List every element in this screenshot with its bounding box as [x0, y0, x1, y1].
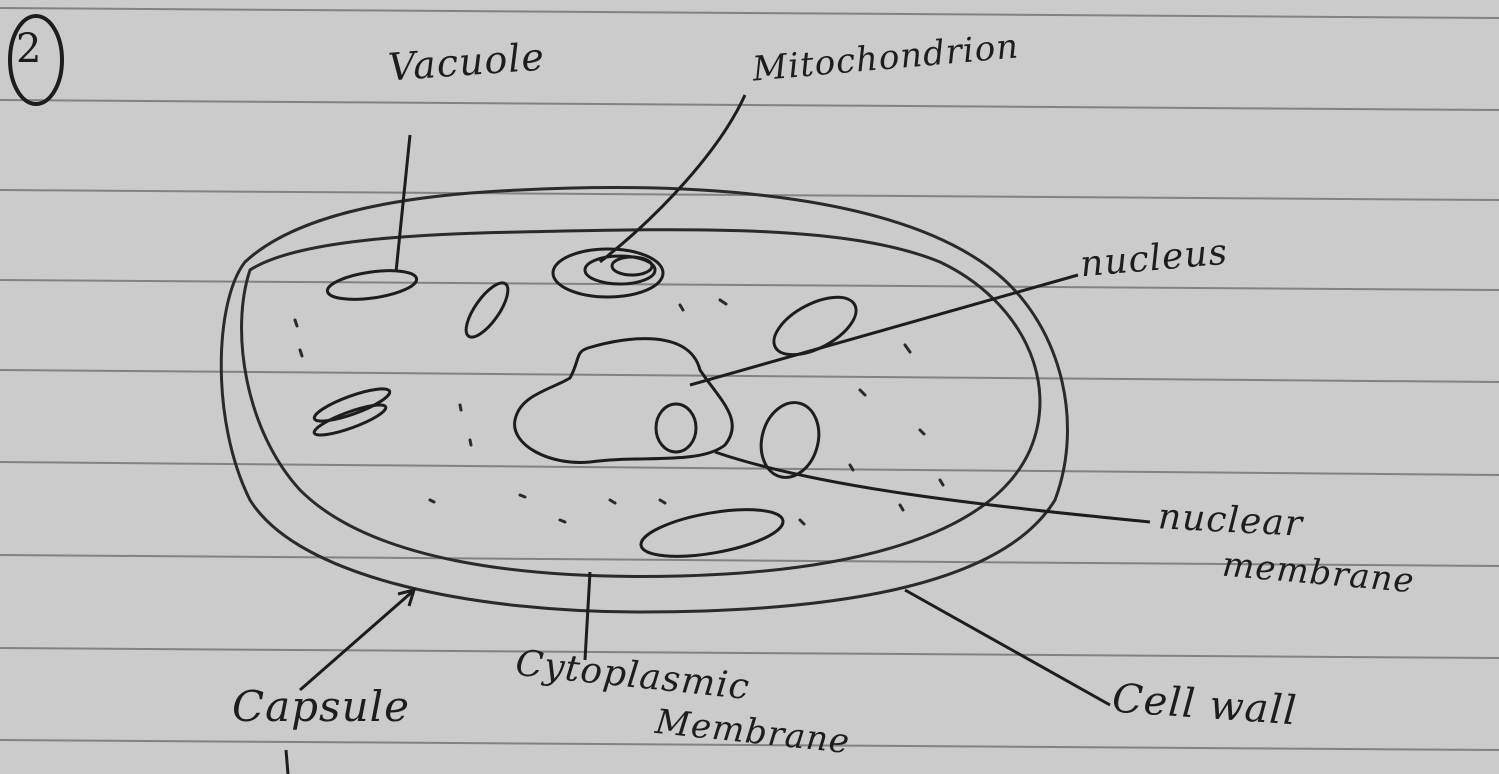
cytoplasmic-membrane-leader: [585, 572, 590, 660]
capsule-outline: [221, 188, 1067, 612]
label-capsule: Capsule: [232, 682, 410, 731]
ruled-lines: [0, 8, 1499, 750]
capsule-leader: [300, 592, 412, 690]
label-nuclear-membrane-line1: nuclear: [1157, 496, 1304, 545]
vacuole-shape: [326, 266, 419, 304]
nuclear-membrane-leader: [715, 452, 1150, 522]
capsule-tail: [286, 750, 288, 774]
cell-wall-leader: [905, 590, 1110, 705]
cytoplasm-dots: [295, 300, 943, 524]
mitochondrion-leader: [600, 95, 745, 262]
vacuole-leader: [396, 135, 410, 272]
organelles: [311, 277, 865, 565]
nucleus-shape: [515, 339, 733, 463]
nucleolus-shape: [656, 404, 696, 452]
question-number: 2: [16, 26, 42, 72]
